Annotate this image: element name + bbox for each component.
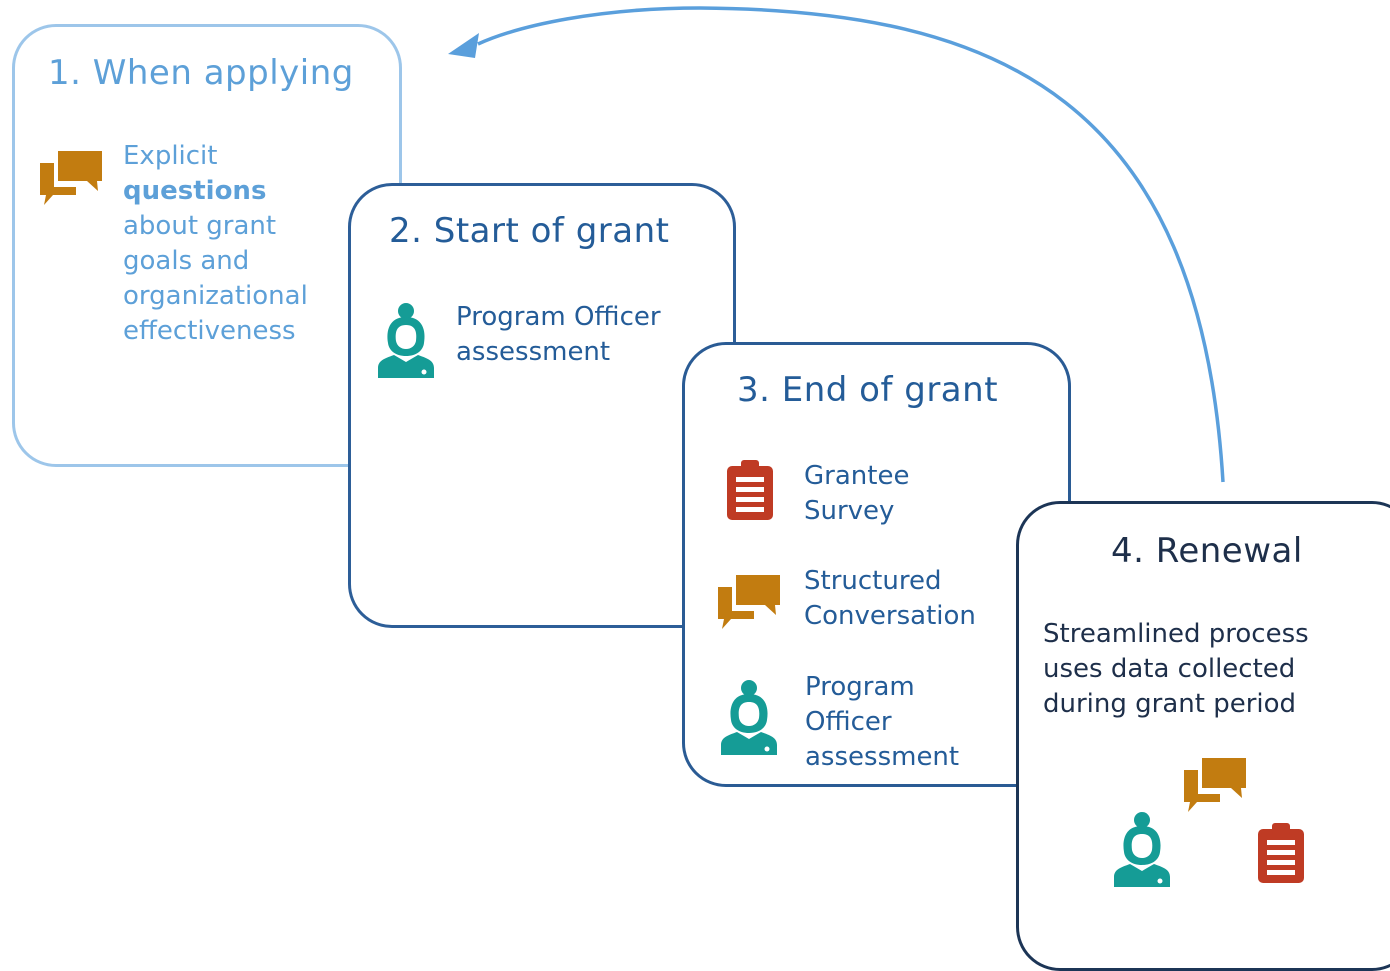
speech-bubbles-icon <box>40 151 102 205</box>
return-arrow-head <box>448 33 479 58</box>
stage-card-start-of-grant: 2. Start of grant Program Officer assess… <box>348 183 736 628</box>
stage-card-end-of-grant: 3. End of grant Grantee Survey Structure… <box>682 342 1071 787</box>
program-officer-icon <box>1114 812 1170 887</box>
renewal-description: Streamlined process uses data collected … <box>1043 619 1309 719</box>
item-text-bold: questions <box>123 176 267 206</box>
speech-bubbles-icon <box>1184 758 1246 812</box>
item-text: Program Officer assessment <box>456 302 661 367</box>
return-arrow <box>448 6 1225 483</box>
clipboard-survey-icon <box>727 460 773 520</box>
stage-title: 3. End of grant <box>737 370 999 410</box>
item-text-after: about grant goals and organizational eff… <box>123 211 308 346</box>
stage-card-when-applying: 1. When applying Explicit questions abou… <box>12 24 402 467</box>
stage-card-renewal: 4. Renewal Streamlined process uses data… <box>1016 501 1390 971</box>
stage-title: 1. When applying <box>48 53 354 93</box>
program-officer-icon <box>721 680 777 755</box>
item-text: Grantee Survey <box>804 461 910 526</box>
clipboard-survey-icon <box>1258 823 1304 883</box>
program-officer-icon <box>378 303 434 378</box>
stage-title: 2. Start of grant <box>389 211 670 251</box>
item-text-before: Explicit <box>123 141 218 171</box>
stage-title: 4. Renewal <box>1111 531 1303 571</box>
item-text: Structured Conversation <box>804 566 976 631</box>
return-arrow-curve <box>477 6 1225 483</box>
speech-bubbles-icon <box>718 575 780 629</box>
item-text: Explicit questions about grant goals and… <box>123 139 353 349</box>
item-text: Program Officer assessment <box>805 672 960 772</box>
